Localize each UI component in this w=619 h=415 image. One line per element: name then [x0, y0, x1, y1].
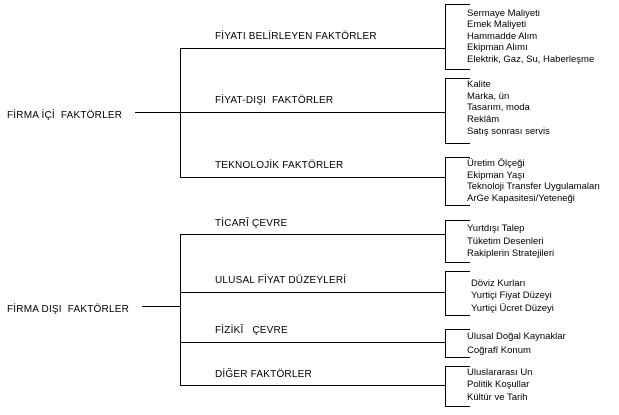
list-item: Hammadde Alım: [467, 31, 538, 42]
list-item: Reklâm: [467, 114, 500, 125]
list-item: Kalite: [467, 79, 491, 90]
list-item: Rakiplerin Stratejileri: [467, 248, 555, 259]
group-label-external: FİRMA DIŞI FAKTÖRLER: [7, 304, 129, 315]
category-label: TEKNOLOJİK FAKTÖRLER: [215, 160, 344, 171]
bracket-3: [445, 157, 470, 206]
list-item: Elektrik, Gaz, Su, Haberleşme: [467, 54, 595, 65]
bracket-7: [445, 366, 470, 407]
category-label: DİĞER FAKTÖRLER: [215, 369, 312, 380]
list-item: Yurtiçi Ücret Düzeyi: [471, 303, 554, 314]
list-item: ArGe Kapasitesi/Yeteneği: [467, 193, 575, 204]
list-item: Politik Koşullar: [467, 379, 530, 390]
category-label: FİYATI BELİRLEYEN FAKTÖRLER: [215, 31, 377, 42]
list-item: Yurtiçi Fiyat Düzeyi: [471, 290, 552, 301]
list-item: Ulusal Doğal Kaynaklar: [467, 331, 566, 342]
list-item: Uluslararası Un: [467, 367, 533, 378]
list-item: Marka, ün: [467, 91, 510, 102]
bracket-1: [445, 4, 470, 70]
list-item: Kültür ve Tarih: [467, 392, 528, 403]
list-item: Tüketim Desenleri: [467, 236, 544, 247]
list-item: Sermaye Maliyeti: [467, 8, 540, 19]
list-item: Üretim Ölçeği: [467, 158, 525, 169]
list-item: Döviz Kurları: [471, 278, 526, 289]
list-item: Teknoloji Transfer Uygulamaları: [467, 181, 601, 192]
list-item: Yurtdışı Talep: [467, 223, 525, 234]
category-label: FİYAT-DIŞI FAKTÖRLER: [215, 95, 334, 106]
list-item: Ekipman Alımı: [467, 42, 528, 53]
bracket-5: [445, 271, 470, 316]
group-label-internal: FİRMA İÇİ FAKTÖRLER: [7, 110, 123, 121]
list-item: Ekipman Yaşı: [467, 170, 525, 181]
list-item: Emek Maliyeti: [467, 19, 527, 30]
list-item: Tasarım, moda: [467, 102, 530, 113]
category-label: TİCARÎ ÇEVRE: [215, 218, 288, 229]
list-item: Satış sonrası servis: [467, 126, 550, 137]
bracket-6: [445, 329, 470, 358]
bracket-2: [445, 78, 470, 144]
category-label: ULUSAL FİYAT DÜZEYLERİ: [215, 275, 347, 286]
list-item: Coğrafî Konum: [467, 345, 531, 356]
bracket-4: [445, 220, 470, 263]
category-label: FİZİKÎ ÇEVRE: [215, 325, 288, 336]
